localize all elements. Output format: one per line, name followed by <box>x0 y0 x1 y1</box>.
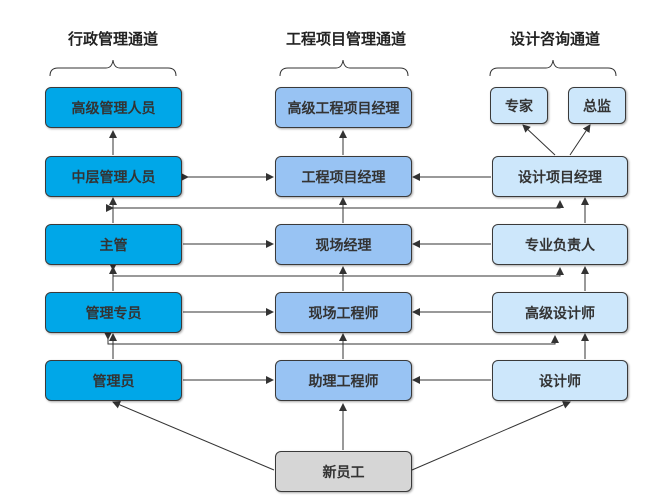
admin-clerk: 管理员 <box>45 360 182 401</box>
arrow-new-to-admin <box>112 401 275 471</box>
design-senior-designer: 高级设计师 <box>492 292 628 333</box>
admin-specialist: 管理专员 <box>45 292 182 333</box>
header-engineering-channel: 工程项目管理通道 <box>285 30 406 48</box>
header-design-channel: 设计咨询通道 <box>509 30 600 48</box>
design-project-manager: 设计项目经理 <box>492 156 628 197</box>
eng-project-manager: 工程项目经理 <box>275 156 412 197</box>
arrow-new-to-design <box>411 401 571 471</box>
header-admin-channel: 行政管理通道 <box>67 30 158 48</box>
design-discipline-lead: 专业负责人 <box>492 224 628 265</box>
eng-site-engineer: 现场工程师 <box>275 292 412 333</box>
design-director: 总监 <box>568 87 626 124</box>
brace-admin <box>49 59 177 77</box>
eng-senior-project-manager: 高级工程项目经理 <box>275 87 412 128</box>
design-designer: 设计师 <box>492 360 628 401</box>
loop-row3 <box>109 263 564 277</box>
loop-row4 <box>104 332 559 345</box>
admin-senior-manager: 高级管理人员 <box>45 87 182 128</box>
brace-design <box>489 59 617 77</box>
brace-engineering <box>279 59 409 77</box>
admin-middle-manager: 中层管理人员 <box>45 156 182 197</box>
design-expert: 专家 <box>490 87 548 124</box>
admin-supervisor: 主管 <box>45 224 182 265</box>
arrow-design-to-expert <box>522 124 556 156</box>
eng-site-manager: 现场经理 <box>275 224 412 265</box>
eng-assistant-engineer: 助理工程师 <box>275 360 412 401</box>
loop-row2-top <box>106 200 564 212</box>
arrow-design-to-director <box>569 124 591 156</box>
new-employee: 新员工 <box>275 451 412 492</box>
